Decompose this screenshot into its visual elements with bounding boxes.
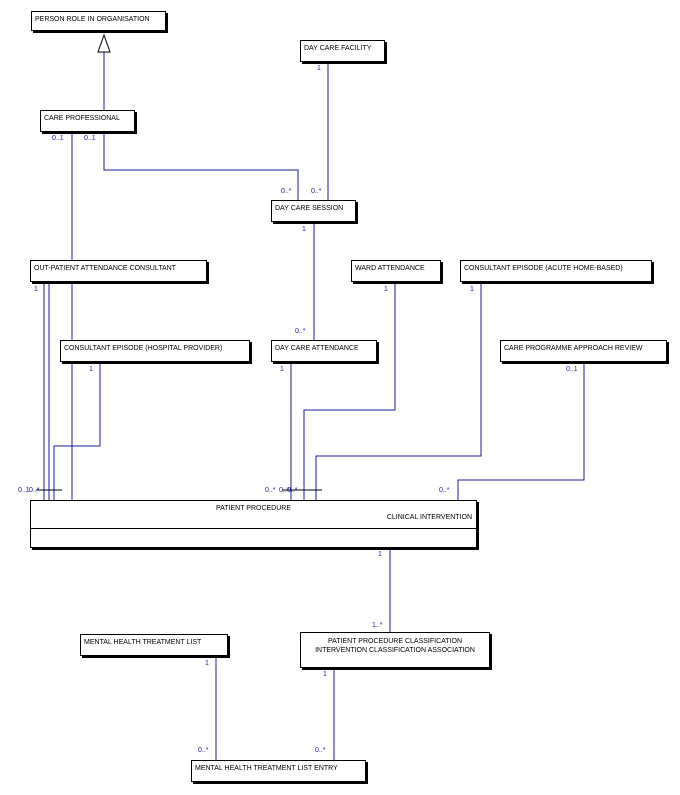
entity-day-care-facility[interactable]: DAY CARE FACILITY (300, 40, 385, 62)
entity-label: MENTAL HEALTH TREATMENT LIST (84, 639, 202, 646)
entity-divider (31, 528, 476, 529)
multiplicity-label: 0..* (265, 487, 276, 494)
entity-label: CARE PROFESSIONAL (44, 115, 120, 122)
entity-label: WARD ATTENDANCE (355, 265, 425, 272)
entity-subtype-label: CLINICAL INTERVENTION (386, 514, 472, 521)
multiplicity-label: 0..* (281, 188, 292, 195)
entity-label: DAY CARE FACILITY (304, 45, 372, 52)
multiplicity-label: 0..* (29, 487, 40, 494)
entity-consultant-episode-acute-home-based[interactable]: CONSULTANT EPISODE (ACUTE HOME-BASED) (460, 260, 652, 282)
entity-label-line2: INTERVENTION CLASSIFICATION ASSOCIATION (315, 647, 475, 654)
multiplicity-label: 0..* (279, 487, 290, 494)
line-cehp-pp (53, 362, 101, 500)
entity-label: DAY CARE SESSION (275, 205, 344, 212)
multiplicity-label: 0..1 (566, 366, 578, 373)
entity-patient-procedure-classification[interactable]: PATIENT PROCEDURE CLASSIFICATION INTERVE… (300, 632, 490, 668)
entity-label: PATIENT PROCEDURE (215, 505, 292, 512)
entity-label: OUT-PATIENT ATTENDANCE CONSULTANT (34, 265, 176, 272)
multiplicity-label: 0..* (315, 747, 326, 754)
multiplicity-label: 1 (302, 226, 306, 233)
entity-label: DAY CARE ATTENDANCE (275, 345, 359, 352)
multiplicity-label: 0..* (295, 328, 306, 335)
line-cp-dcs (103, 132, 299, 200)
entity-person-role-in-organisation[interactable]: PERSON ROLE IN ORGANISATION (31, 11, 166, 31)
entity-label: CONSULTANT EPISODE (ACUTE HOME-BASED) (464, 265, 623, 272)
multiplicity-label: 0..1 (52, 135, 64, 142)
multiplicity-label: 0..1 (18, 487, 30, 494)
multiplicity-label: 0..* (198, 747, 209, 754)
entity-care-professional[interactable]: CARE PROFESSIONAL (40, 110, 135, 132)
entity-ward-attendance[interactable]: WARD ATTENDANCE (351, 260, 441, 282)
entity-label: MENTAL HEALTH TREATMENT LIST ENTRY (195, 765, 338, 772)
multiplicity-label: 1 (280, 366, 284, 373)
line-ceah-pp (315, 282, 482, 500)
multiplicity-label: 0..* (311, 188, 322, 195)
entity-mental-health-treatment-list-entry[interactable]: MENTAL HEALTH TREATMENT LIST ENTRY (191, 760, 366, 782)
entity-out-patient-attendance-consultant[interactable]: OUT-PATIENT ATTENDANCE CONSULTANT (30, 260, 207, 282)
entity-day-care-session[interactable]: DAY CARE SESSION (271, 200, 356, 222)
entity-patient-procedure[interactable]: PATIENT PROCEDURE CLINICAL INTERVENTION (30, 500, 477, 548)
multiplicity-label: 1 (34, 286, 38, 293)
entity-label-line1: PATIENT PROCEDURE CLASSIFICATION (327, 638, 463, 645)
multiplicity-label: 1 (89, 366, 93, 373)
entity-mental-health-treatment-list[interactable]: MENTAL HEALTH TREATMENT LIST (80, 634, 228, 656)
multiplicity-label: 0..* (439, 487, 450, 494)
multiplicity-label: 1 (384, 286, 388, 293)
multiplicity-label: 1..* (372, 622, 383, 629)
entity-label: PERSON ROLE IN ORGANISATION (35, 16, 150, 23)
multiplicity-label: 1 (470, 286, 474, 293)
line-cpar-pp (457, 362, 585, 500)
entity-day-care-attendance[interactable]: DAY CARE ATTENDANCE (271, 340, 377, 362)
entity-care-programme-approach-review[interactable]: CARE PROGRAMME APPROACH REVIEW (500, 340, 667, 362)
multiplicity-label: 0..1 (84, 135, 96, 142)
multiplicity-label: 1 (205, 660, 209, 667)
entity-label: CARE PROGRAMME APPROACH REVIEW (504, 345, 643, 352)
multiplicity-label: 1 (323, 671, 327, 678)
multiplicity-label: 0..* (287, 487, 298, 494)
entity-consultant-episode-hospital-provider[interactable]: CONSULTANT EPISODE (HOSPITAL PROVIDER) (60, 340, 250, 362)
generalization-arrowhead (97, 33, 111, 53)
multiplicity-label: 1 (378, 551, 382, 558)
line-ward-pp (303, 282, 396, 500)
multiplicity-label: 1 (317, 65, 321, 72)
entity-label: CONSULTANT EPISODE (HOSPITAL PROVIDER) (64, 345, 223, 352)
